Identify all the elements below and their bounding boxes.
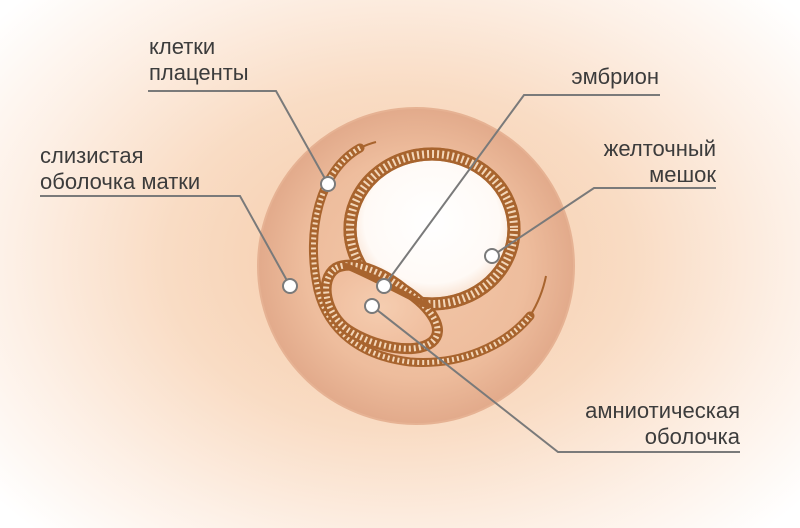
dot-yolk-sac (484, 248, 500, 264)
pointer-dots (282, 176, 500, 314)
label-placenta-line2: плаценты (149, 60, 249, 85)
dot-uterus (282, 278, 298, 294)
label-yolk-sac-line1: желточный (603, 136, 716, 161)
placenta-cell-layer (308, 141, 547, 368)
label-embryo: эмбрион (571, 64, 659, 90)
label-uterus-line1: слизистая (40, 143, 144, 168)
leader-amnion (371, 305, 740, 453)
leader-embryo (383, 94, 660, 287)
leader-uterus (40, 195, 291, 287)
label-amnion-line2: оболочка (644, 424, 740, 449)
dot-embryo (376, 278, 392, 294)
label-uterine-mucosa: слизистая оболочка матки (40, 143, 200, 195)
amniotic-sac (320, 259, 443, 355)
label-placenta-cells: клетки плаценты (149, 34, 249, 86)
label-embryo-line1: эмбрион (571, 64, 659, 89)
label-amnion-line1: амниотическая (585, 398, 740, 423)
label-placenta-line1: клетки (149, 34, 216, 59)
label-amniotic-membrane: амниотическая оболочка (585, 398, 740, 450)
label-yolk-sac-line2: мешок (649, 162, 716, 187)
leader-placenta (148, 90, 329, 185)
yolk-sac (343, 147, 521, 311)
label-yolk-sac: желточный мешок (604, 136, 716, 188)
label-uterus-line2: оболочка матки (40, 169, 201, 194)
leader-lines (40, 90, 740, 453)
leader-yolk-sac (491, 187, 716, 257)
dot-placenta (320, 176, 336, 192)
dot-amnion (364, 298, 380, 314)
